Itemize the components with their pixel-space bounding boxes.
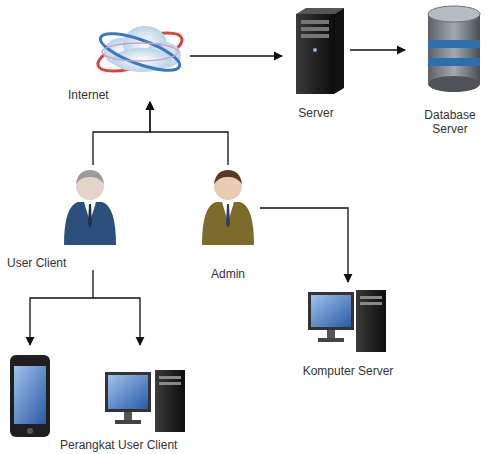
computer-node: Komputer Server [294,282,402,378]
connector-arrow [93,102,150,165]
node-label: Perangkat User Client [60,438,177,452]
connector-arrow [190,56,282,57]
database-icon [428,6,480,92]
phone-icon [10,355,50,437]
computer-icon [105,370,185,432]
connector-line [350,49,405,50]
database-node: Database Server [405,4,493,136]
connector-line [190,55,282,56]
node-label: Admin [211,267,245,281]
connector-arrow [30,270,140,345]
user-node: User Client [5,165,120,270]
admin-node: Admin [196,165,260,281]
node-label: Komputer Server [303,364,394,378]
connector-line [150,102,228,165]
connector-line [93,102,150,165]
node-label: User Client [7,256,66,270]
node-label: Server [298,106,333,120]
cloud-node: Internet [60,18,190,102]
node-label: Internet [68,88,109,102]
connector-line [260,208,348,282]
connector-line [30,270,93,345]
connector-arrow [150,102,228,165]
connector-arrow [260,208,348,282]
computer-icon [308,290,386,352]
node-label: Database Server [405,108,493,136]
connector-arrow [350,50,405,51]
device-node: Perangkat User Client [5,345,225,452]
server-node: Server [282,4,350,120]
person-icon [202,170,254,245]
connector-line [93,298,140,345]
cloud-icon [94,25,186,79]
person-icon [64,170,116,245]
server-icon [296,8,344,94]
